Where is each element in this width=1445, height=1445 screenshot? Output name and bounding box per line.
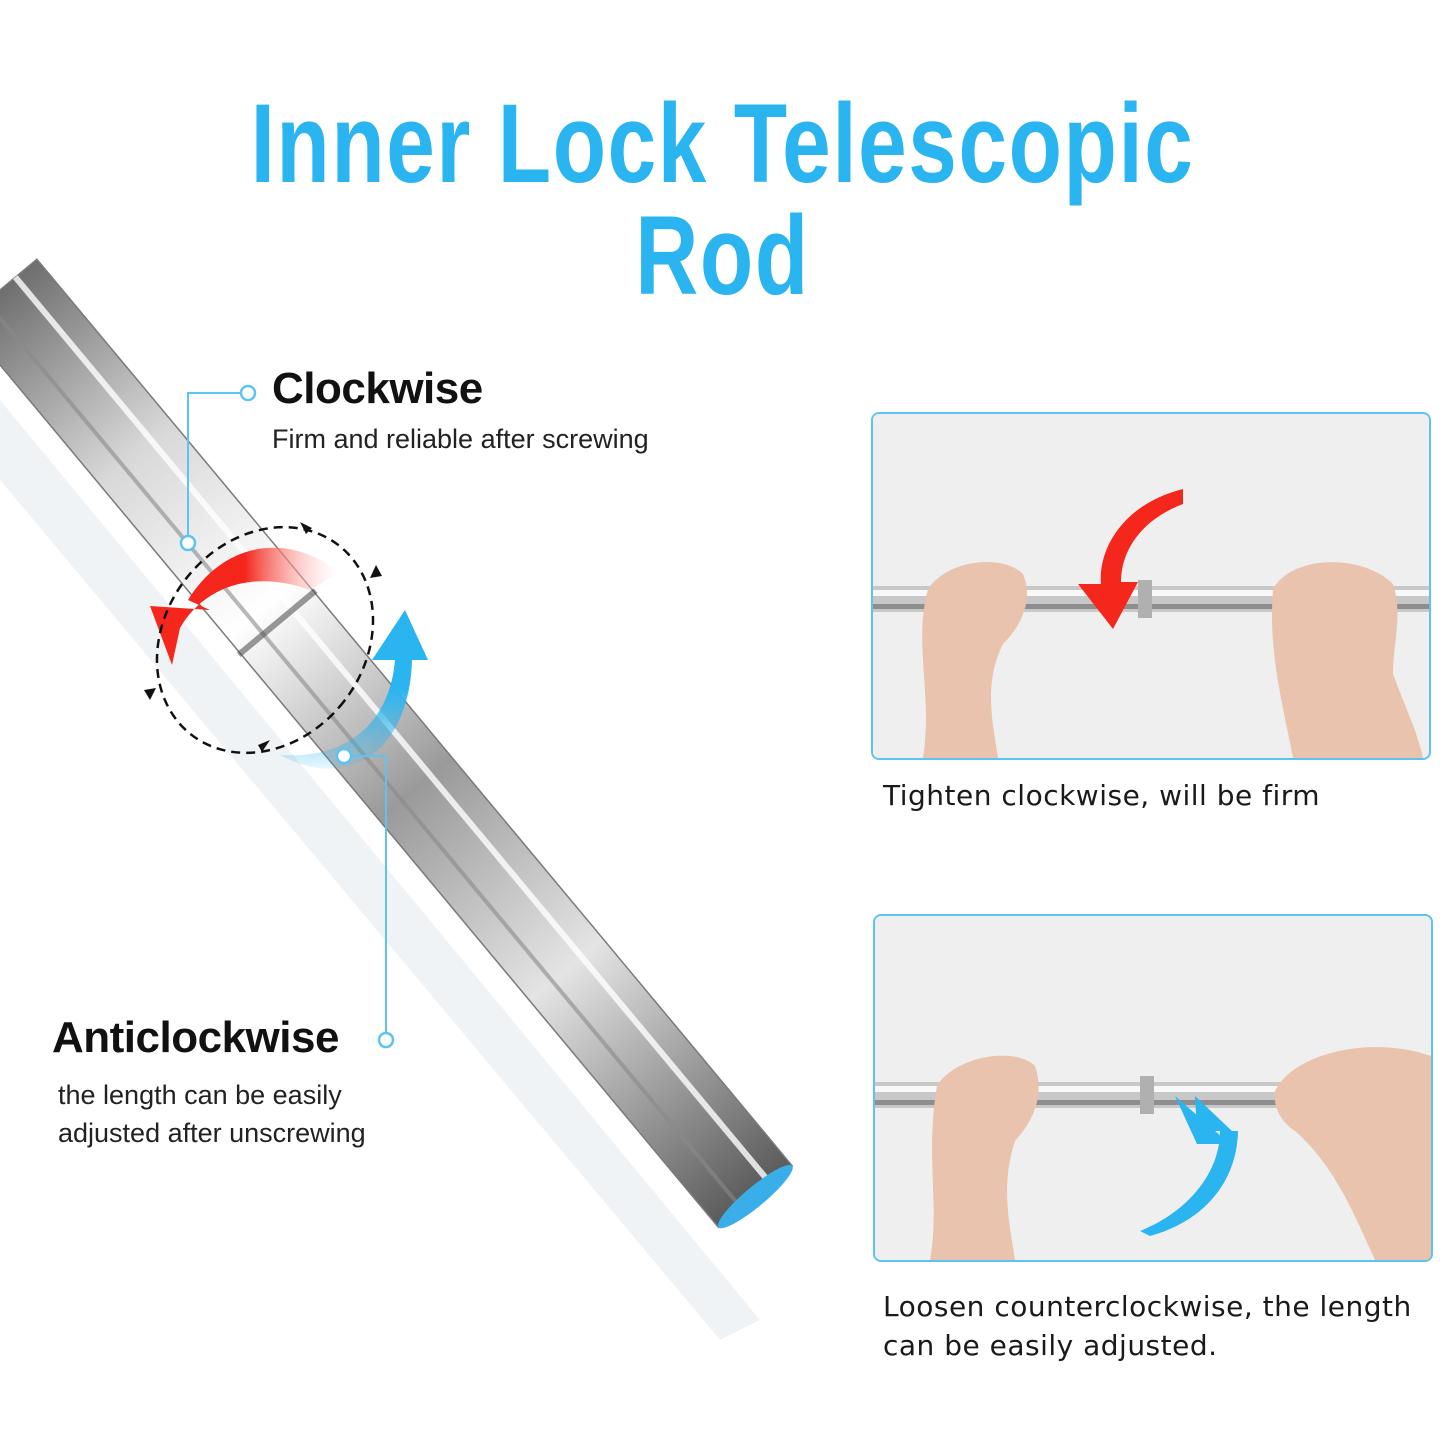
- rotation-arrowhead: [258, 740, 270, 752]
- tighten-caption: Tighten clockwise, will be firm: [883, 779, 1321, 812]
- loosen-photo: [873, 914, 1433, 1262]
- page-title: Inner Lock Telescopic Rod: [250, 81, 1195, 318]
- blue-anticlockwise-arrow: [280, 610, 428, 769]
- rotation-path: [155, 525, 375, 755]
- rotation-arrowhead: [144, 688, 156, 700]
- callout-dot: [179, 534, 197, 552]
- loosen-caption-line2: can be easily adjusted.: [883, 1329, 1218, 1362]
- callout-dot: [239, 384, 257, 402]
- callout-line-anticlockwise: [344, 755, 387, 1040]
- red-clockwise-arrow: [150, 547, 340, 665]
- tighten-photo: [871, 412, 1431, 760]
- anticlockwise-heading: Anticlockwise: [52, 1013, 339, 1062]
- red-arrow: [1078, 489, 1183, 629]
- loosen-caption-line1: Loosen counterclockwise, the length: [883, 1290, 1412, 1323]
- anticlockwise-description-line2: adjusted after unscrewing: [58, 1118, 366, 1148]
- rod-shadow: [0, 400, 760, 1340]
- rotation-arrowhead: [300, 522, 312, 534]
- callout-line-clockwise: [187, 392, 248, 543]
- clockwise-description: Firm and reliable after screwing: [272, 424, 649, 454]
- right-hand: [1274, 1047, 1431, 1260]
- anticlockwise-description-line1: the length can be easily: [58, 1080, 342, 1110]
- callout-dot: [377, 1031, 395, 1049]
- rotation-arrowhead: [370, 565, 382, 578]
- left-hand: [930, 1055, 1039, 1260]
- clockwise-heading: Clockwise: [272, 364, 483, 413]
- callout-dot: [335, 747, 353, 765]
- right-hand: [1272, 562, 1423, 758]
- left-hand: [922, 562, 1027, 758]
